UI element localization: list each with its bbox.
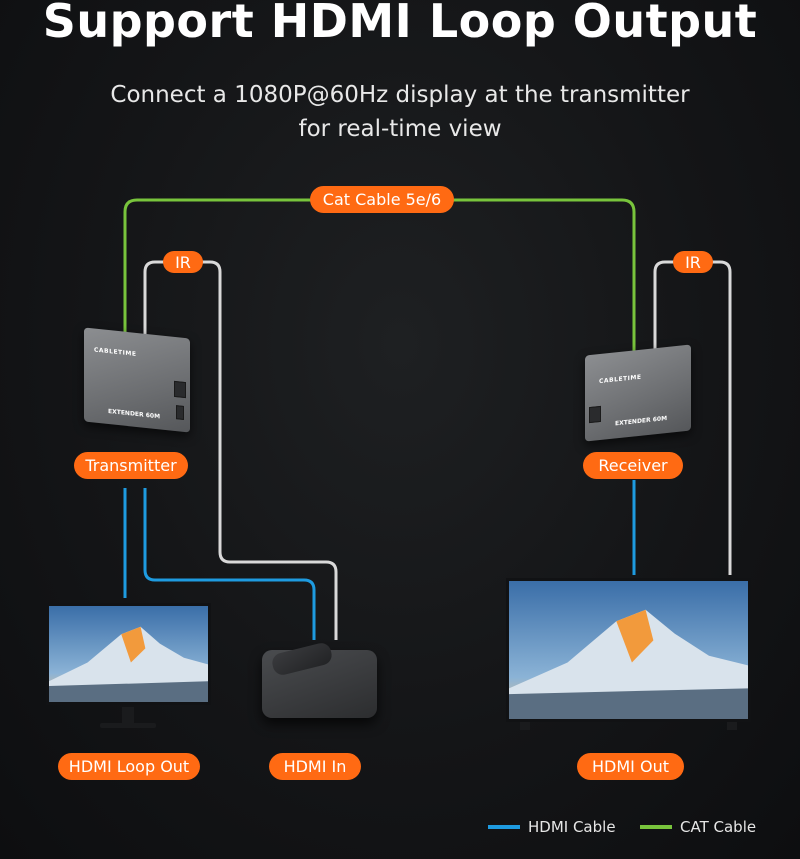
tv-foot-left: [520, 722, 530, 730]
subtitle-line-2: for real-time view: [298, 116, 502, 142]
transmitter-brand: CABLETIME: [94, 346, 137, 358]
ir-line-left: [143, 260, 338, 640]
hdmi-line-in: [143, 488, 316, 640]
ir-label-right: IR: [673, 251, 713, 273]
legend-hdmi: HDMI Cable: [488, 818, 616, 836]
hdmi-out-label: HDMI Out: [577, 753, 684, 780]
hdmi-loop-out-label: HDMI Loop Out: [58, 753, 200, 780]
receiver-label: Receiver: [583, 452, 683, 479]
transmitter-device: CABLETIME EXTENDER 60M: [84, 327, 190, 433]
transmitter-hdmi-port: [176, 405, 184, 420]
transmitter-model: EXTENDER 60M: [108, 407, 161, 421]
legend-cat-swatch: [640, 825, 672, 829]
subtitle-line-1: Connect a 1080P@60Hz display at the tran…: [110, 82, 690, 108]
ir-label-left: IR: [163, 251, 203, 273]
transmitter-label: Transmitter: [74, 452, 188, 479]
legend-cat-label: CAT Cable: [680, 818, 757, 836]
receiver-brand: CABLETIME: [599, 373, 642, 386]
receiver-model: EXTENDER 60M: [615, 414, 668, 428]
transmitter-rj45-port: [174, 380, 186, 399]
receiver-device: CABLETIME EXTENDER 60M: [585, 344, 691, 442]
monitor-base: [100, 723, 156, 728]
cat-cable-line: [123, 198, 636, 352]
cat-cable-label: Cat Cable 5e/6: [310, 186, 454, 213]
hdmi-in-label: HDMI In: [269, 753, 361, 780]
hdmi-out-tv: [506, 578, 751, 722]
monitor-stand: [122, 707, 134, 725]
loop-out-monitor: [46, 603, 211, 705]
page-title: Support HDMI Loop Output: [42, 0, 758, 48]
legend-cat: CAT Cable: [640, 818, 756, 836]
receiver-rj45-port: [589, 405, 601, 424]
legend-hdmi-swatch: [488, 825, 520, 829]
legend-hdmi-label: HDMI Cable: [528, 818, 616, 836]
tv-foot-right: [727, 722, 737, 730]
